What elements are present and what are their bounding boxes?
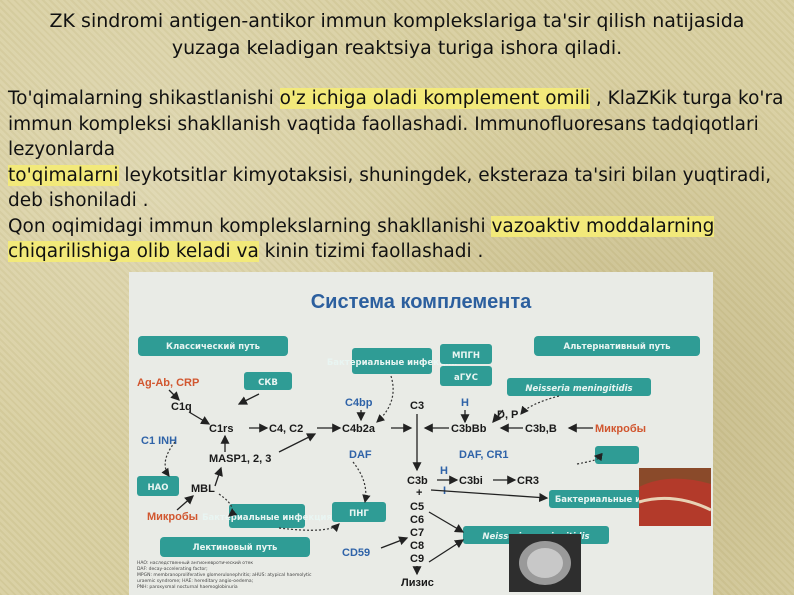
box-label: Бактериальные инфекции [555,495,685,505]
box-hao: НАО [137,476,179,496]
label-c3bi: C3bi [459,475,483,487]
label-c5: C5 [410,501,424,513]
footnote: HAO: наследственный ангионевротический о… [137,559,253,566]
microscopy-image [509,534,581,592]
label-c9: C9 [410,553,424,565]
box-bacterial-infections-left: Бактериальные инфекция [202,504,332,528]
complement-system-figure: Система комплемента Классический путь Ба… [129,272,713,595]
label-c6: C6 [410,514,424,526]
paragraph-text: To'qimalarning shikastlanishi [8,88,280,109]
label-c4bp: C4bp [345,397,373,409]
paragraph-bloodstream: Qon oqimidagi immun komplekslarning shak… [8,214,788,265]
label-c3bbb: C3bBb [451,423,487,435]
box-label: аГУС [454,373,478,383]
paragraph-text: Qon oqimidagi immun komplekslarning shak… [8,215,492,237]
label-daf: DAF [349,449,372,461]
box-label: Бактериальные инфекция [202,513,332,523]
label-c1q: C1q [171,401,192,413]
box-skv: СКВ [244,372,292,390]
box-label: СКВ [258,378,278,388]
footnote: PNH: paroxysmal nocturnal haemoglobinuri… [137,584,238,590]
highlight-text: to'qimalarni [8,164,119,186]
slide-body: To'qimalarning shikastlanishi o'z ichiga… [8,86,788,265]
label-microbes-left: Микробы [147,511,198,523]
box-bacterial-infections-top: Бактериальные инфекции [327,348,457,374]
tissue-image [638,468,712,526]
paragraph-text: leykotsitlar kimyotaksisi, shuningdek, e… [8,164,772,212]
box-label: Neisseria meningitidis [525,384,632,394]
label-lysis: Лизис [401,577,434,589]
label-c7: C7 [410,527,424,539]
label-cd59: CD59 [342,547,370,559]
label-plus: + [416,487,422,499]
label-masp: MASP1, 2, 3 [209,453,271,465]
box-label: МПГН [452,351,480,361]
complement-diagram: Система комплемента Классический путь Ба… [137,291,712,592]
label-h-top: H [461,397,469,409]
label-c4c2: C4, C2 [269,423,303,435]
paragraph-tissues: to'qimalarni leykotsitlar kimyotaksisi, … [8,163,788,214]
box-mpgn: МПГН [440,344,492,364]
label-cr3: CR3 [517,475,539,487]
box-agus: аГУС [440,366,492,386]
footnote: uraemic syndrome; HAE: hereditary angio-… [137,578,253,584]
label-c4b2a: C4b2a [342,423,376,435]
box-label: Альтернативный путь [563,342,670,352]
box-png: ПНГ [332,502,386,522]
label-c3bb: C3b,B [525,423,557,435]
label-microbes-right: Микробы [595,423,646,435]
box-label: ПНГ [349,509,369,519]
highlight-text: o'z ichiga oladi komplement omili [279,88,590,109]
label-ag-ab: Ag-Ab, CRP [137,377,199,389]
box-label: Бактериальные инфекции [327,358,457,368]
label-c3b: C3b [407,475,428,487]
label-dp: D, P [497,409,518,421]
label-c3: C3 [410,400,424,412]
paragraph-text: , KlaZKik turga ko'ra immun kompleksi sh… [8,88,784,160]
box-alternative-pathway: Альтернативный путь [534,336,700,356]
label-mbl: MBL [191,483,215,495]
box-classical-pathway: Классический путь [138,336,288,356]
label-h-mid: H [440,465,448,477]
pathway-arrows [161,375,603,576]
box-lectin-pathway: Лектиновый путь [160,537,310,557]
slide-title: ZK sindromi antigen-antikor immun komple… [49,10,745,59]
footnote: MPGN: membranoproliferative glomerulonep… [137,572,312,578]
figure-title: Система комплемента [311,291,532,313]
box-label: Лектиновый путь [193,543,278,553]
box-neisseria-top: Neisseria meningitidis [507,378,651,396]
paragraph-text: kinin tizimi faollashadi . [258,241,484,262]
footnote: DAF: decay-accelerating factor; [137,566,208,572]
paragraph-complement: To'qimalarning shikastlanishi o'z ichiga… [8,86,788,163]
label-c8: C8 [410,540,424,552]
box-label: Классический путь [166,342,260,352]
label-c1rs: C1rs [209,423,233,435]
box-label: НАО [148,483,169,493]
label-c1inh: C1 INH [141,435,177,447]
box-empty-teal [595,446,639,464]
label-daf-cr1: DAF, CR1 [459,449,509,461]
